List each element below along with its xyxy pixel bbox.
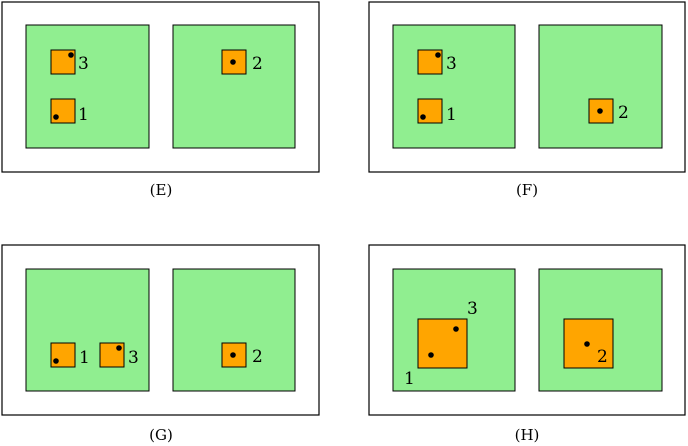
box-dot bbox=[68, 52, 74, 58]
box-dot bbox=[420, 114, 426, 120]
region-left bbox=[392, 24, 516, 149]
box-label: 3 bbox=[128, 348, 139, 368]
panel-caption: (G) bbox=[149, 426, 173, 444]
panel-f: 3 1 2 (F) bbox=[368, 1, 686, 199]
box-dot bbox=[435, 52, 441, 58]
box-dot bbox=[230, 352, 236, 358]
panel-g: 1 3 2 (G) bbox=[1, 244, 320, 444]
box bbox=[417, 318, 468, 369]
box-dot bbox=[230, 59, 236, 65]
box-dot bbox=[53, 358, 59, 364]
region-left bbox=[25, 24, 150, 149]
box bbox=[50, 98, 76, 124]
box-label: 3 bbox=[467, 299, 478, 319]
box-label: 1 bbox=[446, 105, 457, 125]
panel-caption: (E) bbox=[150, 181, 173, 199]
panel-caption: (H) bbox=[515, 426, 540, 444]
box-label: 1 bbox=[78, 105, 89, 125]
box-dot bbox=[53, 114, 59, 120]
panel-e: 3 1 2 (E) bbox=[1, 1, 320, 199]
box-label: 1 bbox=[79, 348, 90, 368]
panel-caption: (F) bbox=[516, 181, 538, 199]
box-label: 2 bbox=[618, 103, 629, 123]
box-label: 2 bbox=[252, 347, 263, 367]
box-dot bbox=[116, 345, 122, 351]
box-label: 3 bbox=[78, 54, 89, 74]
box-label: 2 bbox=[597, 347, 608, 367]
panel-h: 3 1 2 (H) bbox=[368, 244, 686, 444]
region-left bbox=[392, 268, 516, 392]
box-dot bbox=[584, 341, 590, 347]
box-dot bbox=[597, 108, 603, 114]
region-right bbox=[538, 24, 663, 149]
region-right bbox=[172, 268, 296, 392]
box-label: 1 bbox=[404, 369, 415, 389]
box-label: 2 bbox=[252, 54, 263, 74]
box-dot bbox=[453, 326, 459, 332]
box-dot bbox=[428, 352, 434, 358]
box bbox=[588, 98, 614, 124]
region-left bbox=[25, 268, 150, 392]
region-right bbox=[172, 24, 296, 149]
box-label: 3 bbox=[446, 54, 457, 74]
